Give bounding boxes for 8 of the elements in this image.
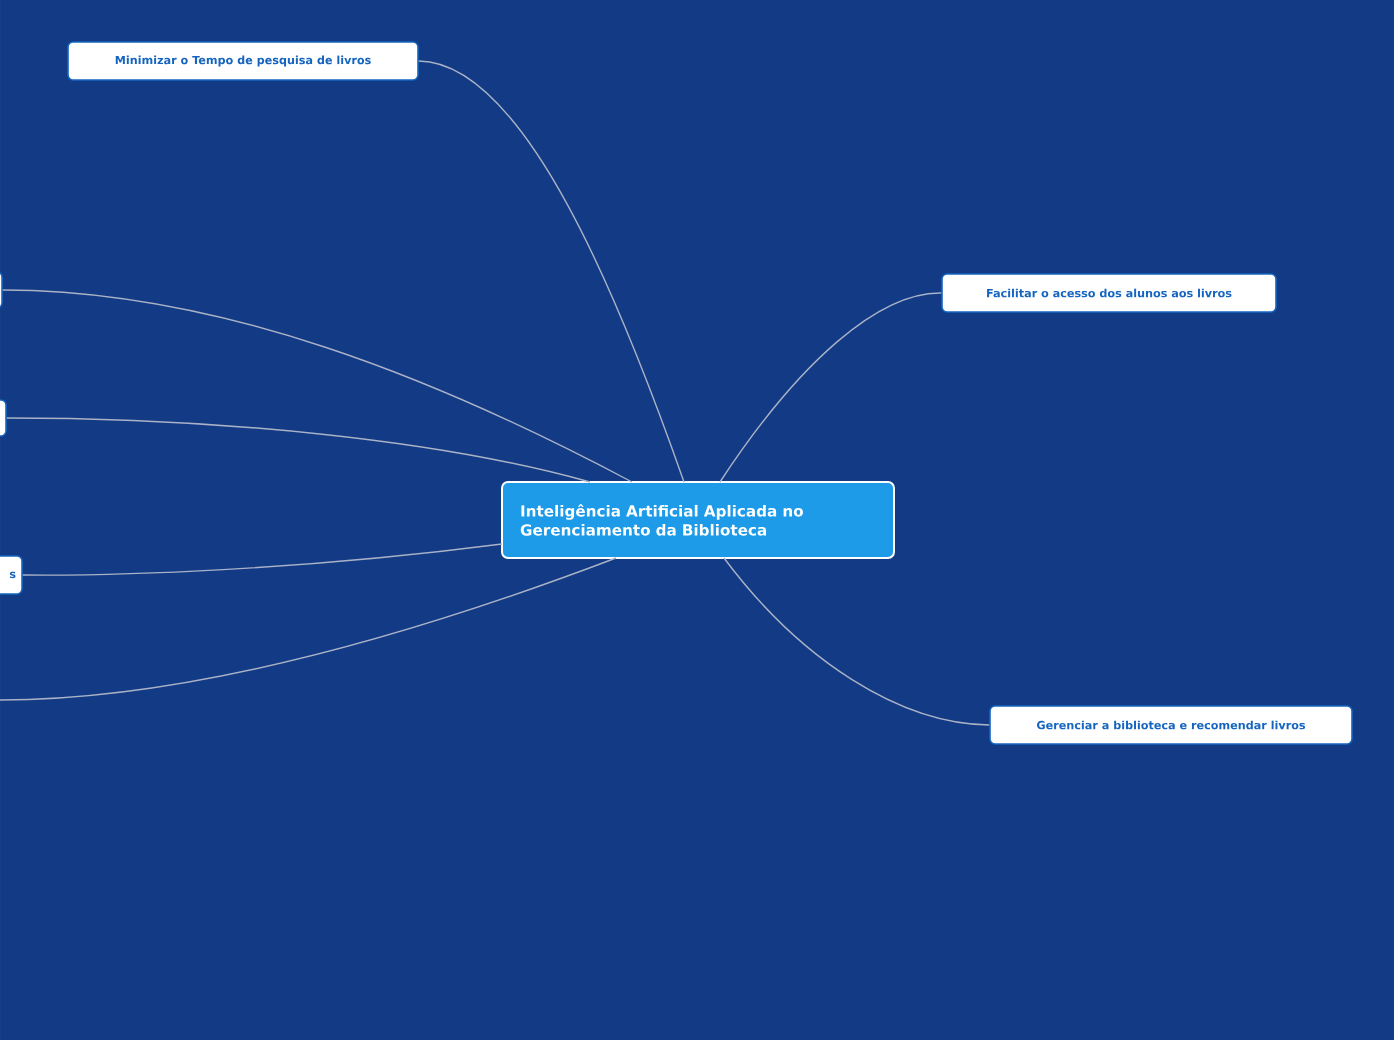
topic-box (0, 399, 7, 437)
connector (0, 557, 617, 701)
connector (2, 289, 633, 483)
connector (22, 543, 503, 576)
connector (6, 417, 591, 483)
connector (418, 60, 685, 483)
connector (719, 292, 942, 483)
connector (723, 557, 990, 726)
